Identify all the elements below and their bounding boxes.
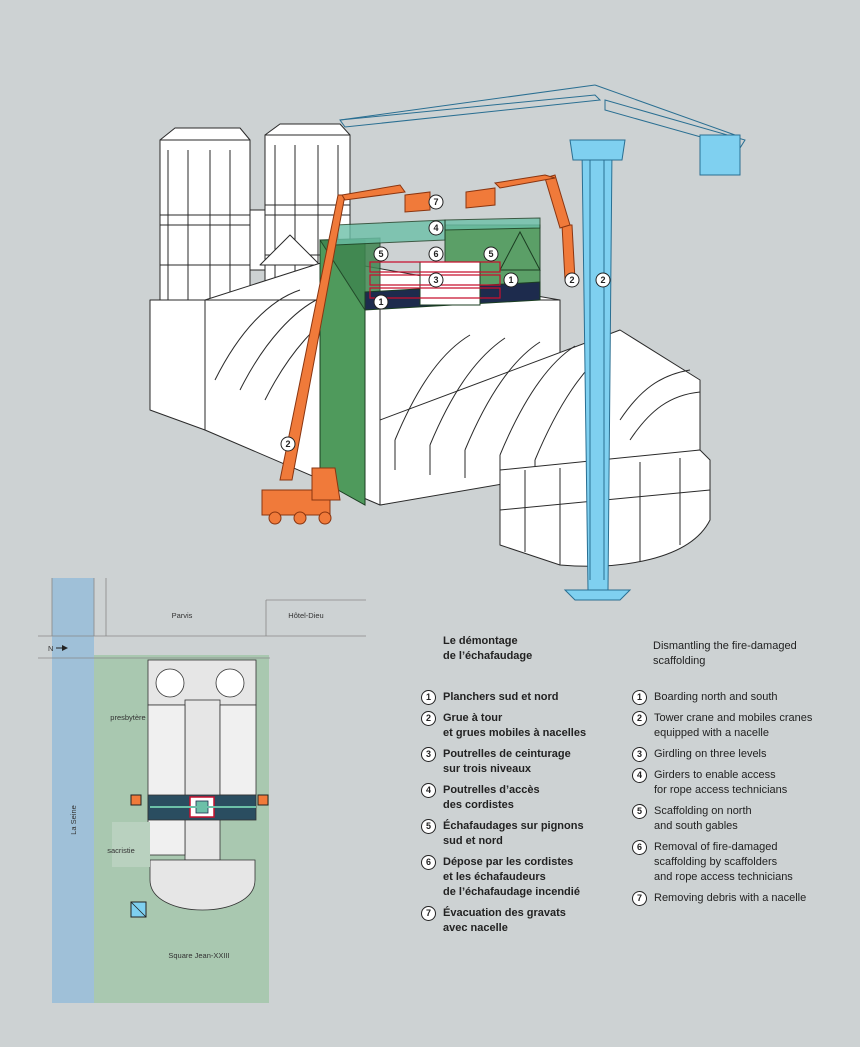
svg-text:3: 3 (433, 275, 438, 285)
svg-text:7: 7 (433, 197, 438, 207)
callout-5a: 5 (373, 246, 389, 262)
hotel-dieu-label: Hôtel-Dieu (288, 611, 323, 620)
svg-text:4: 4 (433, 223, 438, 233)
mobile-crane-marker-east (257, 794, 269, 806)
callout-1b: 1 (503, 272, 519, 288)
callouts: 1 1 2 2 2 3 4 5 5 6 7 (280, 194, 611, 452)
legend-title-en: Dismantling the fire-damaged scaffolding (653, 640, 797, 667)
svg-text:2: 2 (285, 439, 290, 449)
river (52, 578, 94, 1003)
svg-text:1: 1 (508, 275, 513, 285)
scaffolding (319, 217, 541, 506)
svg-text:6: 6 (433, 249, 438, 259)
callout-7: 7 (428, 194, 444, 210)
parvis-label: Parvis (172, 611, 193, 620)
callout-2b: 2 (564, 272, 580, 288)
girdling (369, 261, 501, 299)
callout-2c: 2 (595, 272, 611, 288)
mobile-crane-marker-west (130, 794, 142, 806)
callout-1a: 1 (373, 294, 389, 310)
sacristie-block (112, 822, 150, 867)
mobile-crane (261, 174, 576, 525)
sacristie-label: sacristie (107, 846, 135, 855)
seine-label: La Seine (69, 805, 78, 835)
presbytere-label: presbytère (110, 713, 145, 722)
callout-4: 4 (428, 220, 444, 236)
north-arrow: N (48, 644, 68, 653)
site-map: Parvis Hôtel-Dieu N La Seine presbytère … (38, 578, 366, 1003)
callout-2a: 2 (280, 436, 296, 452)
svg-text:N: N (48, 644, 53, 653)
tower-crane (339, 84, 746, 601)
callout-3: 3 (428, 272, 444, 288)
square-label: Square Jean-XXIII (168, 951, 229, 960)
svg-text:2: 2 (569, 275, 574, 285)
svg-text:5: 5 (488, 249, 493, 259)
legend-title-fr: Le démontage de l’échafaudage (443, 635, 533, 662)
svg-text:1: 1 (378, 297, 383, 307)
svg-text:2: 2 (600, 275, 605, 285)
cathedral-plan (147, 659, 257, 911)
callout-6: 6 (428, 246, 444, 262)
callout-5b: 5 (483, 246, 499, 262)
svg-text:5: 5 (378, 249, 383, 259)
cathedral-drawing (149, 123, 711, 568)
